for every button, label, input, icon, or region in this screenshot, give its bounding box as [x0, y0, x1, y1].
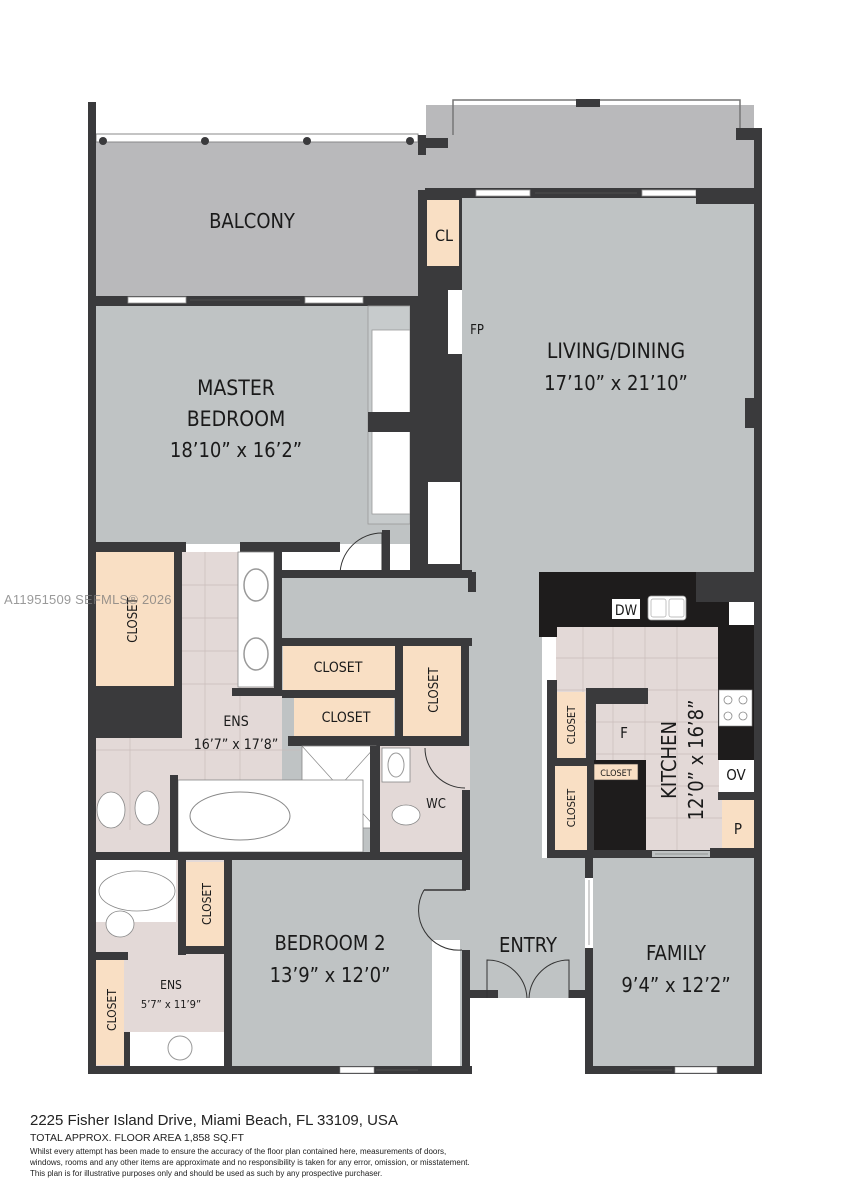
bedroom-2-dims: 13’9” x 12’0”: [270, 963, 391, 987]
floor-plan: BALCONY CL FP LIVING/DINING 17’10” x 21’…: [88, 99, 762, 1074]
sink: [647, 595, 687, 621]
cl-closet: [427, 200, 459, 266]
disclaimer-line-3: This plan is for illustrative purposes o…: [30, 1169, 383, 1178]
closet-b: [294, 698, 394, 736]
master-closet-label: CLOSET: [126, 596, 141, 642]
ov-appliance: [719, 760, 754, 792]
kitchen-closet-1: [557, 692, 585, 758]
fp-label: FP: [470, 323, 484, 338]
kitchen-closet-2-label: CLOSET: [565, 788, 578, 827]
f-label: F: [620, 724, 628, 742]
floor-area: TOTAL APPROX. FLOOR AREA 1,858 SQ.FT: [30, 1132, 244, 1144]
closet-ens2: [96, 960, 124, 1065]
family-dims: 9’4” x 12’2”: [621, 973, 730, 997]
property-address: 2225 Fisher Island Drive, Miami Beach, F…: [30, 1112, 398, 1129]
ov-label: OV: [726, 766, 746, 784]
closet-bed2-label: CLOSET: [200, 883, 214, 925]
wc-label: WC: [426, 797, 446, 812]
balcony: [95, 99, 762, 298]
kitchen-label: KITCHEN: [657, 721, 681, 799]
master-closet: [96, 552, 174, 686]
kitchen-closet-2: [555, 766, 587, 850]
master-bedroom-dims: 18’10” x 16’2”: [170, 438, 302, 462]
pantry: [722, 800, 754, 852]
living-dining-dims: 17’10” x 21’10”: [544, 371, 688, 395]
kitchen-dims: 12’0” x 16’8”: [684, 700, 708, 821]
ensuite-label: ENS: [223, 714, 248, 730]
closet-a: [283, 646, 395, 690]
master-bedroom-floor: [96, 304, 418, 544]
master-bedroom-label-1: MASTER: [197, 376, 275, 400]
closet-b-label: CLOSET: [322, 710, 371, 726]
closet-ens2-label: CLOSET: [105, 989, 119, 1031]
mls-watermark: A11951509 SEFMLS® 2026: [4, 592, 172, 607]
cooktop: [718, 689, 753, 727]
disclaimer-line-2: windows, rooms and any other items are a…: [30, 1158, 470, 1167]
outer-wall-left: [88, 102, 96, 1072]
closet-c-label: CLOSET: [427, 666, 442, 712]
cl-label: CL: [435, 226, 453, 245]
entry-floor: [470, 858, 585, 998]
family-floor: [593, 858, 754, 1066]
ensuite-2-dims: 5’7” x 11’9”: [141, 998, 201, 1011]
closet-c: [403, 646, 461, 736]
ensuite-dims: 16’7” x 17’8”: [194, 737, 279, 753]
kitchen-closet-1-label: CLOSET: [565, 705, 578, 744]
dw-appliance: [612, 599, 640, 619]
family-label: FAMILY: [646, 941, 707, 965]
balcony-label: BALCONY: [209, 209, 296, 233]
closet-a-label: CLOSET: [314, 660, 363, 676]
living-dining-floor: [462, 198, 754, 573]
bedroom-2-label: BEDROOM 2: [274, 931, 385, 955]
master-bedroom-label-2: BEDROOM: [187, 407, 286, 431]
living-dining-label: LIVING/DINING: [547, 339, 685, 363]
kitchen-closet-3-label: CLOSET: [600, 769, 631, 779]
entry-label: ENTRY: [499, 933, 558, 957]
disclaimer: Whilst every attempt has been made to en…: [30, 1146, 830, 1179]
dw-label: DW: [615, 603, 638, 619]
ensuite-2-label: ENS: [160, 978, 182, 992]
closet-bed2: [186, 862, 224, 946]
bedroom-2-floor: [230, 860, 465, 1067]
disclaimer-line-1: Whilst every attempt has been made to en…: [30, 1147, 447, 1156]
p-label: P: [734, 820, 742, 838]
plan-footer: 2225 Fisher Island Drive, Miami Beach, F…: [30, 1112, 830, 1179]
